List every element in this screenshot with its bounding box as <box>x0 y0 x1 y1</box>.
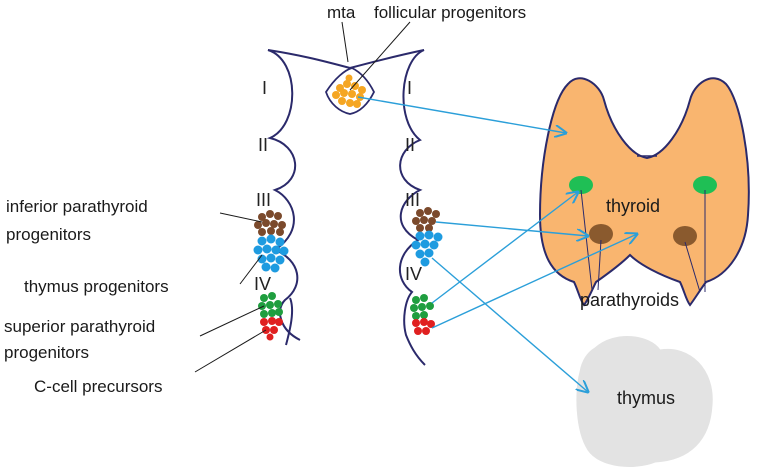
migration-arrows <box>357 96 637 392</box>
right-superior-parathyroid-cluster <box>410 294 434 320</box>
parathyroid-inferior-right <box>673 226 697 246</box>
callout-lines <box>194 21 411 373</box>
superior-parathyroid-label-line2: progenitors <box>4 343 89 362</box>
right-pouch-label-4: IV <box>405 264 422 284</box>
left-pouch-label-3: III <box>256 190 271 210</box>
right-pharyngeal-wall <box>398 49 426 366</box>
left-pouch-label-4: IV <box>254 274 271 294</box>
left-superior-parathyroid-cluster <box>258 292 283 318</box>
thymus-label: thymus <box>617 388 675 408</box>
right-inferior-parathyroid-cluster <box>412 207 440 232</box>
left-thymus-progenitor-cluster <box>253 234 289 273</box>
thymus-organ <box>576 335 713 467</box>
parathyroids-label: parathyroids <box>580 290 679 310</box>
parathyroid-superior-left <box>569 176 593 194</box>
left-inferior-parathyroid-cluster <box>254 210 286 236</box>
mta-label: mta <box>327 3 356 22</box>
thymus-progenitors-label: thymus progenitors <box>24 277 169 296</box>
left-pouch-tip <box>285 297 294 346</box>
parathyroid-superior-right <box>693 176 717 194</box>
inferior-parathyroid-label-line2: progenitors <box>6 225 91 244</box>
thyroid-organ <box>538 77 750 307</box>
left-pouch-label-1: I <box>262 78 267 98</box>
parathyroid-inferior-left <box>589 224 613 244</box>
left-pharyngeal-wall <box>266 49 301 341</box>
right-pouch-label-3: III <box>405 190 420 210</box>
follicular-progenitors-label: follicular progenitors <box>374 3 526 22</box>
inferior-parathyroid-label-line1: inferior parathyroid <box>6 197 148 216</box>
right-pouch-label-1: I <box>407 78 412 98</box>
superior-parathyroid-label-line1: superior parathyroid <box>4 317 155 336</box>
right-ccell-cluster <box>412 318 435 335</box>
pharynx-top-arch <box>267 49 425 70</box>
follicular-progenitor-cluster <box>325 67 376 115</box>
thyroid-label: thyroid <box>606 196 660 216</box>
left-pouch-label-2: II <box>258 135 268 155</box>
right-pouch-label-2: II <box>405 135 415 155</box>
right-thymus-progenitor-cluster <box>411 230 443 267</box>
left-ccell-cluster <box>260 317 283 341</box>
ccell-precursors-label: C-cell precursors <box>34 377 162 396</box>
